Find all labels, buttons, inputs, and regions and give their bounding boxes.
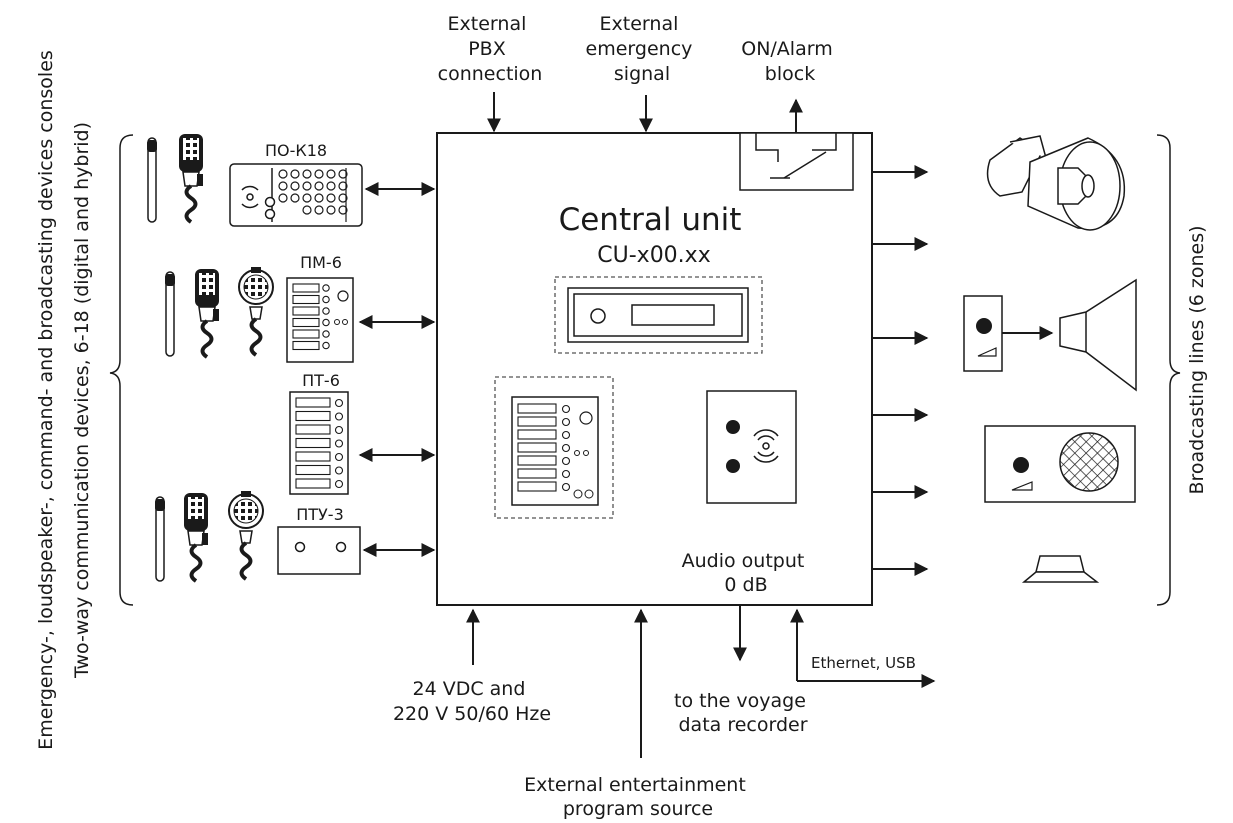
right-caption: Broadcasting lines (6 zones) <box>1186 225 1208 494</box>
console-ptu-3: ПТУ-3 <box>154 489 436 583</box>
left-brace <box>109 134 134 606</box>
ethernet-usb-link: Ethernet, USB <box>790 608 936 688</box>
console-pm-6: ПМ-6 <box>164 253 436 363</box>
console-po-k18: ПО-К18 <box>146 132 436 227</box>
central-unit-model: CU-x00.xx <box>597 243 710 268</box>
pbx-input: External PBX connection <box>438 13 543 133</box>
audio-output-label: Audio output 0 dB <box>682 550 811 596</box>
relay-block <box>739 132 854 191</box>
vdr-label: to the voyage data recorder <box>674 690 812 736</box>
console-label: ПТ-6 <box>302 371 340 390</box>
cone-speaker-icon <box>963 278 1137 392</box>
central-unit: Central unit CU-x00.xx <box>436 132 873 606</box>
entertainment-label: External entertainment program source <box>524 774 752 820</box>
power-input: 24 VDC and 220 V 50/60 Hze <box>393 608 551 725</box>
emergency-input: External emergency signal <box>586 13 699 133</box>
central-unit-title: Central unit <box>559 202 742 238</box>
vdr-output: to the voyage data recorder <box>674 606 812 736</box>
central-unit-box <box>436 132 873 606</box>
on-alarm-output: ON/Alarm block <box>741 38 839 145</box>
embedded-console <box>494 376 614 519</box>
left-caption-line1: Emergency-, loudspeaker-, command- and b… <box>35 50 57 750</box>
intercom-panel <box>706 390 797 504</box>
console-label: ПТУ-3 <box>296 505 344 524</box>
left-caption-line2: Two-way communication devices, 6-18 (dig… <box>71 122 93 679</box>
entertainment-input: External entertainment program source <box>524 608 752 820</box>
ceiling-speaker-icon <box>1021 555 1100 583</box>
horn-speaker-icon <box>986 135 1126 231</box>
emergency-label: External emergency signal <box>586 13 699 85</box>
pbx-label: External PBX connection <box>438 13 543 85</box>
power-label: 24 VDC and 220 V 50/60 Hze <box>393 678 551 725</box>
rack-panel <box>554 276 763 354</box>
on-alarm-label: ON/Alarm block <box>741 38 839 85</box>
console-pt-6: ПТ-6 <box>289 371 436 495</box>
console-label: ПО-К18 <box>265 141 327 160</box>
right-brace <box>1156 134 1181 606</box>
console-label: ПМ-6 <box>300 253 342 272</box>
box-speaker-icon <box>984 425 1136 503</box>
ethernet-label: Ethernet, USB <box>811 654 916 672</box>
broadcast-lines <box>873 165 929 576</box>
